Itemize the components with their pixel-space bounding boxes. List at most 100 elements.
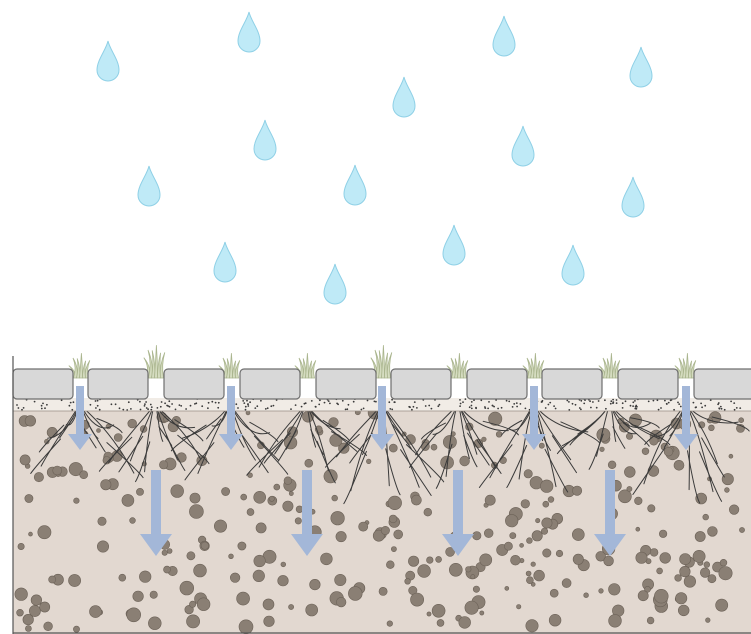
bedding-grain bbox=[488, 401, 490, 403]
bedding-grain bbox=[166, 405, 168, 407]
pebble bbox=[229, 554, 234, 559]
bedding-grain bbox=[580, 400, 582, 402]
bedding-grain bbox=[634, 400, 636, 402]
pebble bbox=[80, 471, 88, 479]
pebble bbox=[171, 485, 184, 498]
pebble bbox=[23, 614, 34, 625]
bedding-grain bbox=[168, 400, 170, 402]
bedding-grain bbox=[295, 404, 297, 406]
pebble bbox=[609, 614, 622, 627]
bedding-grain bbox=[324, 402, 326, 404]
pebble bbox=[187, 552, 195, 560]
pebble bbox=[524, 470, 532, 478]
pebble bbox=[485, 495, 495, 505]
pebble bbox=[635, 497, 643, 505]
pebble bbox=[548, 497, 554, 503]
bedding-grain bbox=[664, 400, 666, 402]
pebble bbox=[684, 576, 696, 588]
bedding-grain bbox=[128, 401, 130, 403]
bedding-grain bbox=[161, 401, 163, 403]
bedding-grain bbox=[208, 402, 210, 404]
pebble bbox=[53, 466, 62, 475]
pebble bbox=[49, 576, 56, 583]
pebble bbox=[284, 477, 292, 485]
pebble bbox=[465, 601, 478, 614]
pebble bbox=[241, 494, 247, 500]
bedding-grain bbox=[71, 409, 73, 411]
bedding-grain bbox=[625, 400, 627, 402]
pebble bbox=[238, 542, 246, 550]
pebble bbox=[164, 566, 171, 573]
bedding-grain bbox=[549, 402, 551, 404]
bedding-grain bbox=[342, 400, 344, 402]
pebble bbox=[729, 454, 733, 458]
bedding-grain bbox=[90, 404, 92, 406]
pebble bbox=[201, 542, 209, 550]
bedding-grain bbox=[666, 403, 668, 405]
pebble bbox=[436, 556, 442, 562]
pebble bbox=[359, 522, 368, 531]
bedding-grain bbox=[733, 402, 735, 404]
bedding-grain bbox=[589, 400, 591, 402]
bedding-grain bbox=[201, 405, 203, 407]
bedding-grain bbox=[411, 409, 413, 411]
pebble bbox=[180, 581, 194, 595]
pebble bbox=[599, 589, 604, 594]
bedding-grain bbox=[555, 408, 557, 410]
pebble bbox=[17, 609, 24, 616]
pebble bbox=[247, 509, 254, 516]
bedding-grain bbox=[194, 403, 196, 405]
bedding-grain bbox=[512, 406, 514, 408]
pebble bbox=[466, 567, 472, 573]
bedding-grain bbox=[425, 405, 427, 407]
pebble bbox=[424, 508, 432, 516]
pebble bbox=[119, 574, 126, 581]
bedding-grain bbox=[122, 409, 124, 411]
bedding-grain bbox=[42, 403, 44, 405]
pebble bbox=[295, 518, 301, 524]
pebble bbox=[739, 527, 744, 532]
pebble bbox=[706, 618, 711, 623]
pebble bbox=[167, 549, 172, 554]
pebble bbox=[534, 570, 545, 581]
pebble bbox=[531, 562, 536, 567]
pebble bbox=[604, 556, 614, 566]
bedding-grain bbox=[41, 405, 43, 407]
pebble bbox=[695, 531, 705, 541]
paver-block bbox=[542, 369, 602, 399]
bedding-grain bbox=[18, 407, 20, 409]
bedding-grain bbox=[353, 401, 355, 403]
pebble bbox=[101, 480, 111, 490]
bedding-grain bbox=[506, 400, 508, 402]
pebble bbox=[459, 617, 471, 629]
pebble bbox=[387, 621, 393, 627]
pebble bbox=[189, 601, 195, 607]
bedding-grain bbox=[720, 406, 722, 408]
bedding-grain bbox=[548, 404, 550, 406]
bedding-grain bbox=[719, 408, 721, 410]
pebble bbox=[289, 604, 294, 609]
bedding-grain bbox=[336, 403, 338, 405]
bedding-grain bbox=[632, 405, 634, 407]
pebble bbox=[379, 587, 387, 595]
bedding-grain bbox=[150, 409, 152, 411]
pebble bbox=[517, 605, 521, 609]
pebble bbox=[239, 620, 253, 634]
pebble bbox=[642, 448, 649, 455]
bedding-grain bbox=[301, 406, 303, 408]
bedding-grain bbox=[95, 407, 97, 409]
bedding-grain bbox=[242, 400, 244, 402]
pebble bbox=[139, 571, 151, 583]
pebble bbox=[278, 575, 289, 586]
bedding-grain bbox=[245, 406, 247, 408]
bedding-grain bbox=[144, 405, 146, 407]
pebble bbox=[305, 459, 313, 467]
pebble bbox=[437, 619, 444, 626]
pebble bbox=[269, 496, 274, 501]
bedding-grain bbox=[145, 401, 147, 403]
bedding-grain bbox=[147, 408, 149, 410]
pebble bbox=[549, 614, 561, 626]
bedding-grain bbox=[516, 406, 518, 408]
bedding-grain bbox=[150, 404, 152, 406]
bedding-grain bbox=[632, 401, 634, 403]
